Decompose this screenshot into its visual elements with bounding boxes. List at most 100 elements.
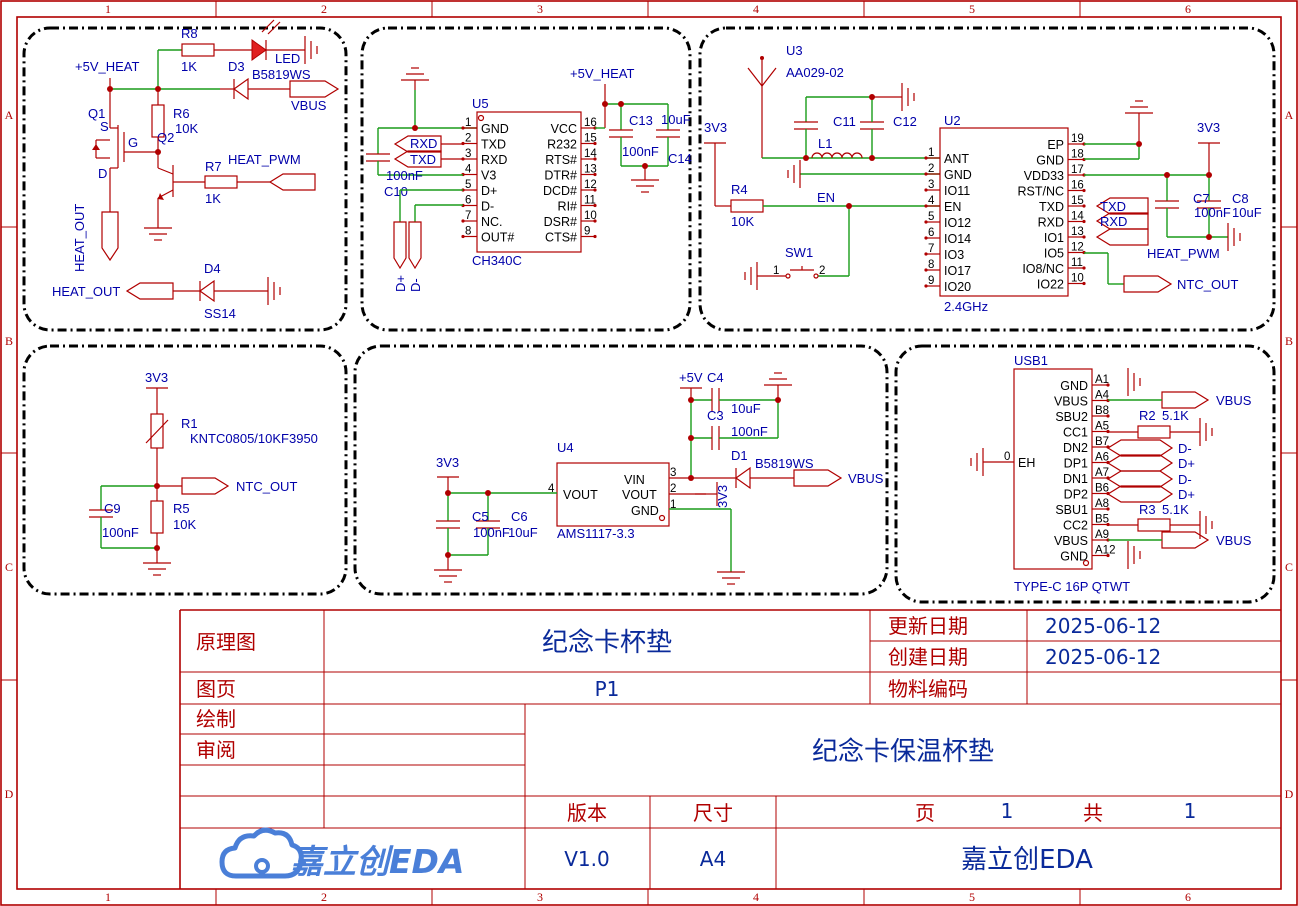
usb-gnd-bottom-icon — [1127, 541, 1141, 569]
resistor-r3[interactable] — [1137, 518, 1171, 532]
resistor-r4[interactable] — [730, 199, 764, 213]
vbus-port — [289, 80, 340, 98]
u2-heat-pwm-label: HEAT_PWM — [1147, 246, 1220, 261]
u5-txd-label: TXD — [410, 152, 436, 167]
ntc-circuit: 3V3 R1 KNTC0805/10KF3950 NTC_OUT C9 100n… — [89, 370, 318, 576]
usb1-type-c[interactable] — [1013, 368, 1093, 570]
c9-value: 100nF — [102, 525, 139, 540]
tb-version-value: V1.0 — [564, 847, 610, 871]
d3-diode[interactable] — [232, 77, 249, 101]
d4-gnd-icon — [267, 277, 281, 305]
u2-pin-15-num: 15 — [1071, 195, 1084, 207]
u2-pin-10-num: 10 — [1071, 273, 1084, 285]
c12-capacitor[interactable] — [860, 121, 884, 130]
u2-pin-4-num: 4 — [928, 195, 935, 207]
resistor-r5[interactable] — [150, 500, 164, 534]
u5-pin-2-name: TXD — [481, 138, 506, 152]
c3-value: 100nF — [731, 424, 768, 439]
c7-capacitor[interactable] — [1155, 200, 1179, 209]
u5-pin-12-name: DCD# — [543, 184, 577, 198]
resistor-r2[interactable] — [1137, 425, 1171, 439]
c7-value: 100nF — [1194, 205, 1231, 220]
r1-ref: R1 — [181, 416, 198, 431]
usb1-pin-A8-end — [1106, 507, 1110, 511]
u5-ch340c-chip[interactable] — [476, 111, 582, 253]
resistor-r7[interactable] — [204, 175, 238, 189]
u2-pin-12-num: 12 — [1071, 242, 1084, 254]
c6-ref: C6 — [511, 509, 528, 524]
sw1-button[interactable] — [757, 266, 819, 279]
zone-row-c-left: C — [5, 560, 13, 574]
d4-diode[interactable] — [198, 279, 215, 303]
c13-gnd-icon — [631, 179, 659, 193]
r7-ref: R7 — [205, 159, 222, 174]
q2-transistor[interactable] — [157, 165, 174, 200]
usb1-pin-A4-name: VBUS — [1054, 395, 1088, 409]
usb1-pin-A1-num: A1 — [1095, 374, 1109, 386]
c12-gnd-icon — [901, 83, 915, 111]
u5-pin-7-num: 7 — [465, 210, 471, 222]
mcu-circuit: U3 AA029-02 C11 C12 L1 — [704, 43, 1262, 314]
u2-pin-19-num: 19 — [1071, 133, 1084, 145]
usb1-pin-A7-num: A7 — [1095, 467, 1109, 479]
d4-value: SS14 — [204, 306, 236, 321]
u2-rxd-label: RXD — [1100, 214, 1127, 229]
tb-label-updated: 更新日期 — [888, 614, 968, 638]
u2-pin-2-end — [924, 172, 928, 176]
usb1-pin-A12-num: A12 — [1095, 545, 1115, 557]
usb1-part: TYPE-C 16P QTWT — [1014, 579, 1130, 594]
c3-capacitor[interactable] — [711, 426, 720, 450]
usb-c-circuit: USB1 TYPE-C 16P QTWT A1GNDA4VBUSB8SBU2A5… — [970, 353, 1252, 594]
tb-label-size: 尺寸 — [693, 801, 733, 825]
u5-pin-1-num: 1 — [465, 117, 471, 129]
ldo-circuit: +5V C4 10uF C3 100nF D1 B5819WS VBUS — [434, 370, 884, 585]
lceda-logo-text: 嘉立创EDA — [290, 842, 464, 881]
eh-pin-name: EH — [1018, 456, 1035, 470]
u2-rxd-port — [1095, 212, 1149, 230]
usb1-pin-A4-num: A4 — [1095, 390, 1110, 402]
heat-pwm-label: HEAT_PWM — [228, 152, 301, 167]
u2-pin-18-num: 18 — [1071, 149, 1084, 161]
q1-mosfet[interactable] — [92, 95, 158, 169]
c13-capacitor[interactable] — [609, 129, 633, 138]
u2-pin-1-num: 1 — [928, 147, 934, 159]
usb-vbus-bottom-label: VBUS — [1216, 533, 1252, 548]
antenna-icon[interactable] — [747, 56, 777, 158]
u2-pin-16-end — [1082, 188, 1086, 193]
usb1-pin-B7-num: B7 — [1095, 436, 1109, 448]
u5-pin-14-name: RTS# — [545, 153, 577, 167]
q2-gnd-icon — [144, 227, 172, 241]
usb1-pin-B5-num: B5 — [1095, 514, 1109, 526]
u2-right-pins: 19EP18GND17VDD3316RST/NC15TXD14RXD13IO11… — [1017, 133, 1086, 292]
u5-pin-13-num: 13 — [584, 164, 597, 176]
c8-ref: C8 — [1232, 191, 1249, 206]
d1-diode[interactable] — [734, 466, 751, 490]
u2-module[interactable] — [939, 127, 1069, 297]
u5-pin-2-num: 2 — [465, 133, 471, 145]
c11-capacitor[interactable] — [794, 121, 818, 130]
c11-ref: C11 — [833, 114, 856, 129]
heat-pwm-port — [268, 173, 316, 191]
c10-capacitor[interactable] — [366, 153, 390, 162]
usb-dp1-port — [1106, 454, 1174, 472]
u5-pin-9-name: CTS# — [545, 231, 577, 245]
u2-pin-8-num: 8 — [928, 259, 934, 271]
l1-inductor[interactable] — [811, 152, 863, 159]
ldo-net-5v: +5V — [679, 370, 703, 385]
led-diode[interactable] — [251, 39, 267, 61]
u2-pin-11-end — [1082, 266, 1086, 270]
c5-capacitor[interactable] — [436, 520, 460, 529]
r2-value: 5.1K — [1162, 408, 1189, 423]
u5-pin-5-name: D+ — [481, 184, 497, 198]
u4-pin4-num: 4 — [548, 483, 555, 495]
lceda-logo[interactable]: 嘉立创EDA — [219, 827, 464, 881]
u5-pin-11-num: 11 — [584, 195, 596, 207]
u2-pin-7-end — [924, 252, 928, 256]
resistor-r8[interactable] — [181, 43, 215, 57]
usb-gnd-top-icon — [1127, 368, 1141, 396]
zone-col-1-top: 1 — [105, 2, 111, 16]
dm-port — [408, 221, 422, 270]
r5-ref: R5 — [173, 501, 190, 516]
usb1-pin-B5-name: CC2 — [1063, 519, 1088, 533]
c14-capacitor[interactable] — [656, 129, 680, 138]
